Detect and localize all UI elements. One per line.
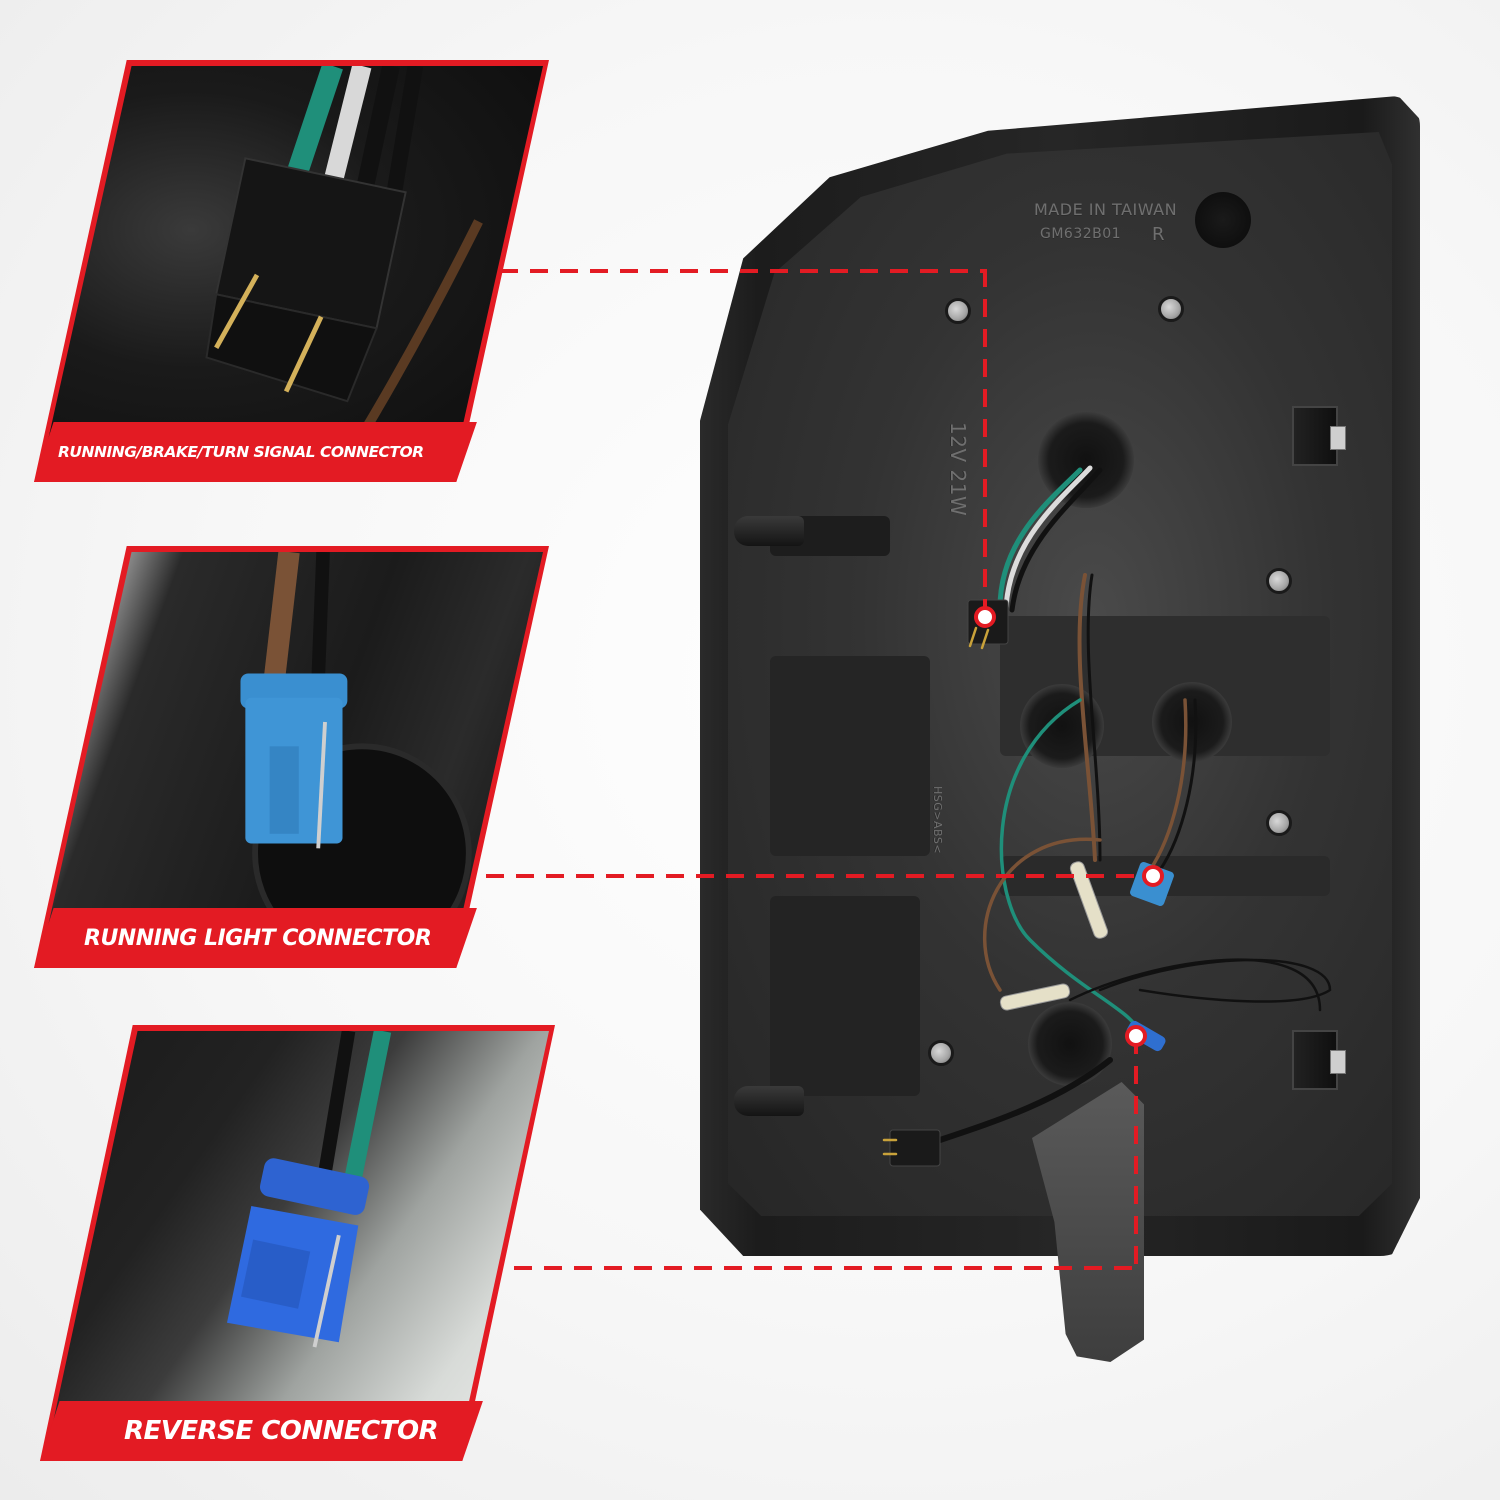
panel-label-bar: RUNNING/BRAKE/TURN SIGNAL CONNECTOR <box>34 422 477 482</box>
side-clip <box>1292 1030 1346 1090</box>
mounting-stud <box>734 1086 804 1116</box>
screw-icon <box>928 1040 954 1066</box>
panel-label-bar: REVERSE CONNECTOR <box>40 1401 483 1461</box>
leader-line-1-vertical <box>983 269 987 617</box>
two-pin-connector-icon <box>205 66 483 438</box>
panel-label-bar: RUNNING LIGHT CONNECTOR <box>34 908 477 968</box>
screw-icon <box>1266 810 1292 836</box>
leader-line-2-horizontal <box>486 874 1153 878</box>
screw-icon <box>1266 568 1292 594</box>
housing-rib <box>770 656 930 856</box>
connector-photo-reverse <box>46 1031 549 1455</box>
side-clip <box>1292 406 1346 466</box>
leader-line-3-horizontal <box>514 1266 1138 1270</box>
tail-lamp-housing: MADE IN TAIWAN GM632B01 R 12V 21W HSG>AB… <box>700 96 1420 1256</box>
leader-line-3-vertical <box>1134 1036 1138 1270</box>
connector-photo-running-brake-turn <box>40 66 543 476</box>
connector-marker-running-brake-turn[interactable] <box>974 606 996 628</box>
callout-panel-reverse: REVERSE CONNECTOR <box>40 1025 555 1461</box>
mounting-stud <box>734 516 804 546</box>
screw-icon <box>1158 296 1184 322</box>
callout-label-reverse: REVERSE CONNECTOR <box>124 1416 439 1446</box>
callout-label-running-light: RUNNING LIGHT CONNECTOR <box>84 925 432 951</box>
blue-socket-connector-icon <box>240 552 472 962</box>
blue-socket-connector-icon <box>226 1031 392 1348</box>
callout-label-running-brake-turn: RUNNING/BRAKE/TURN SIGNAL CONNECTOR <box>58 443 424 461</box>
connector-photo-running-light <box>40 552 543 962</box>
callout-panel-running-brake-turn: RUNNING/BRAKE/TURN SIGNAL CONNECTOR <box>34 60 549 482</box>
embossed-origin: MADE IN TAIWAN <box>1034 200 1178 219</box>
bulb-socket-middle-right <box>1152 682 1232 762</box>
leader-line-1-horizontal <box>500 269 987 273</box>
embossed-part-number: GM632B01 <box>1040 226 1122 242</box>
callout-panel-running-light: RUNNING LIGHT CONNECTOR <box>34 546 549 968</box>
housing-rib <box>770 896 920 1096</box>
vent-cap <box>1195 192 1251 248</box>
screw-icon <box>945 298 971 324</box>
connector-marker-reverse[interactable] <box>1125 1025 1147 1047</box>
connector-marker-running-light[interactable] <box>1142 865 1164 887</box>
embossed-side: R <box>1152 224 1166 245</box>
